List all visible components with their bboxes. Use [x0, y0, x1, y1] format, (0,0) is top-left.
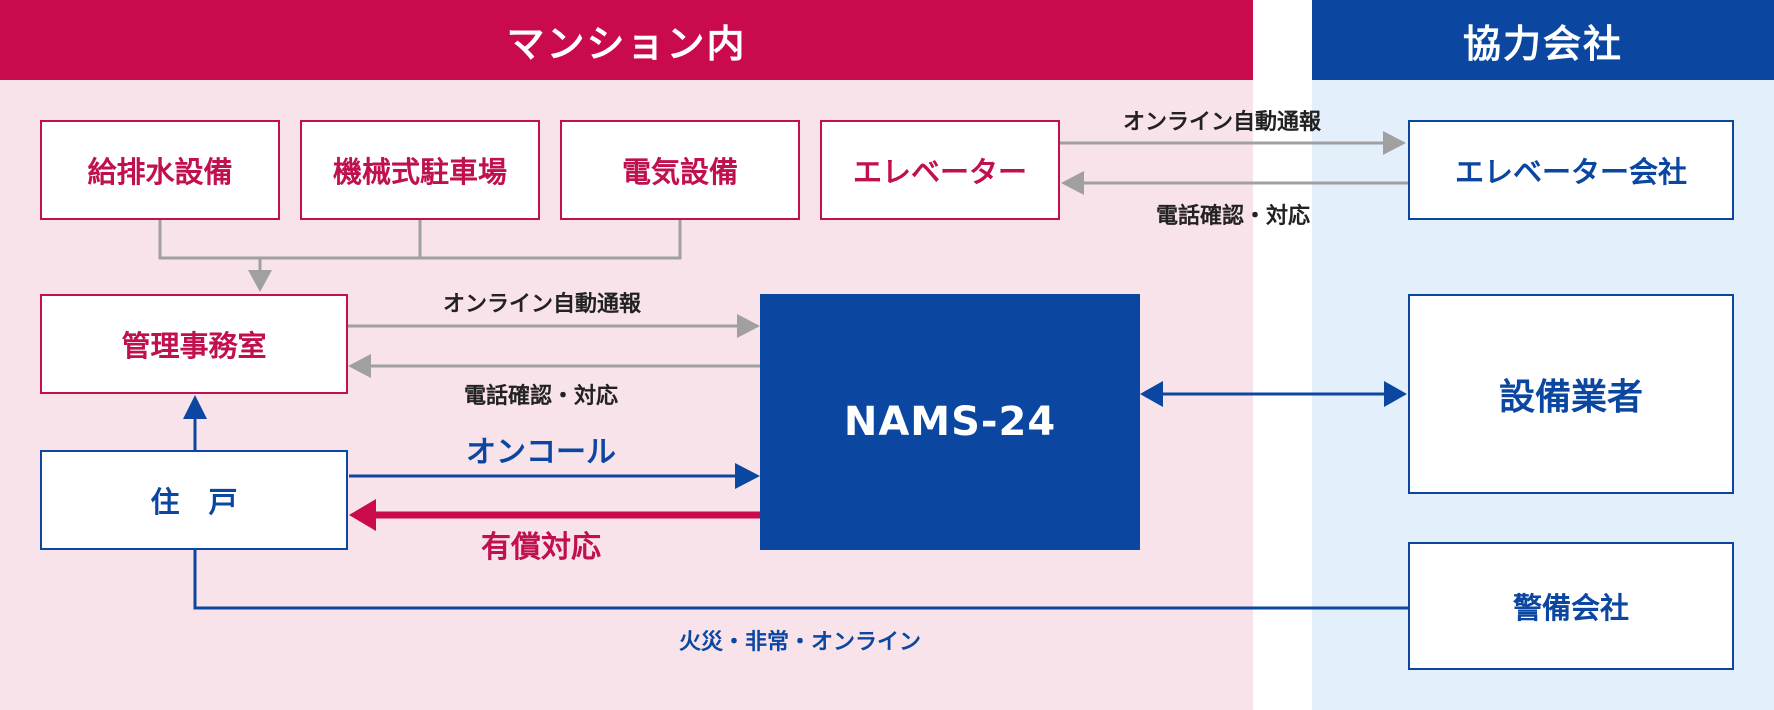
merge-arrow-head	[248, 270, 272, 292]
management-office-label: 管理事務室	[121, 329, 267, 363]
resident-box: 住 戸	[40, 450, 348, 550]
equipment-vendor-label: 設備業者	[1498, 377, 1643, 418]
elevator-company-label: エレベーター会社	[1454, 155, 1687, 189]
security-company-label: 警備会社	[1512, 591, 1629, 625]
electrical-equipment-label: 電気設備	[621, 155, 738, 189]
oncall-label: オンコール	[466, 435, 616, 470]
nams24-label: NAMS-24	[843, 399, 1057, 445]
equipment-vendor-box: 設備業者	[1408, 294, 1734, 494]
office-online-label: オンライン自動通報	[442, 292, 642, 317]
mansion-zone-header: マンション内	[0, 0, 1253, 80]
office-online-arrow	[347, 314, 760, 338]
security-company-box: 警備会社	[1408, 542, 1734, 670]
nams-vendor-double-arrow	[1140, 381, 1407, 407]
resident-security-line	[193, 550, 1410, 610]
paid-response-arrow	[349, 499, 760, 531]
mansion-zone-header-text: マンション内	[506, 21, 747, 66]
mechanical-parking-label: 機械式駐車場	[332, 155, 507, 189]
equipment-merge-lines	[158, 218, 682, 270]
fire-emergency-online-label: 火災・非常・オンライン	[678, 630, 922, 655]
resident-to-office-arrow	[183, 395, 207, 451]
mechanical-parking-box: 機械式駐車場	[300, 120, 540, 220]
partner-zone-header: 協力会社	[1312, 0, 1774, 80]
nams24-box: NAMS-24	[760, 294, 1140, 550]
elevator-box: エレベーター	[820, 120, 1060, 220]
office-phone-arrow	[348, 354, 760, 378]
partner-zone-header-text: 協力会社	[1462, 21, 1623, 66]
elevator-phone-arrow	[1061, 171, 1408, 195]
elevator-label: エレベーター	[852, 155, 1027, 189]
office-phone-label: 電話確認・対応	[463, 384, 619, 409]
water-supply-box: 給排水設備	[40, 120, 280, 220]
electrical-equipment-box: 電気設備	[560, 120, 800, 220]
management-office-box: 管理事務室	[40, 294, 348, 394]
elevator-online-label: オンライン自動通報	[1122, 110, 1322, 135]
water-supply-label: 給排水設備	[87, 155, 233, 189]
elevator-online-arrow	[1059, 131, 1406, 155]
paid-response-label: 有償対応	[481, 530, 601, 565]
resident-label: 住 戸	[150, 485, 238, 519]
elevator-company-box: エレベーター会社	[1408, 120, 1734, 220]
elevator-phone-label: 電話確認・対応	[1155, 204, 1311, 229]
oncall-arrow	[349, 463, 760, 489]
